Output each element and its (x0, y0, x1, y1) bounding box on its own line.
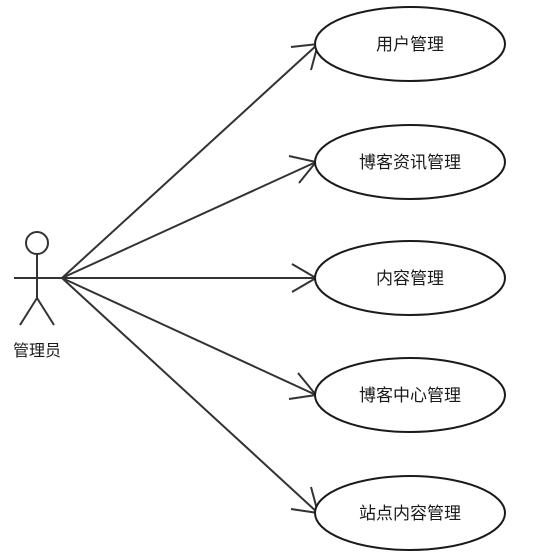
use-case-label: 站点内容管理 (359, 504, 461, 524)
use-case-label: 博客中心管理 (359, 386, 461, 406)
associations (61, 42, 320, 515)
association-line-4 (61, 277, 317, 396)
association-line-1 (61, 43, 319, 279)
association-arrowhead-2 (288, 155, 318, 184)
association-line-5 (61, 277, 319, 514)
use-case-5[interactable]: 站点内容管理 (314, 475, 506, 551)
use-case-label: 用户管理 (376, 35, 444, 55)
association-arrowhead-4 (288, 372, 318, 400)
association-line-2 (61, 161, 317, 279)
actor-label: 管理员 (13, 341, 61, 360)
use-case-3[interactable]: 内容管理 (314, 240, 506, 316)
use-case-1[interactable]: 用户管理 (314, 6, 506, 82)
use-case-label: 内容管理 (376, 269, 444, 289)
actor[interactable]: 管理员 (13, 231, 62, 360)
use-case-2[interactable]: 博客资讯管理 (314, 124, 506, 200)
use-case-label: 博客资讯管理 (359, 153, 461, 173)
stick-figure-icon (14, 231, 62, 326)
use-case-4[interactable]: 博客中心管理 (314, 357, 506, 433)
